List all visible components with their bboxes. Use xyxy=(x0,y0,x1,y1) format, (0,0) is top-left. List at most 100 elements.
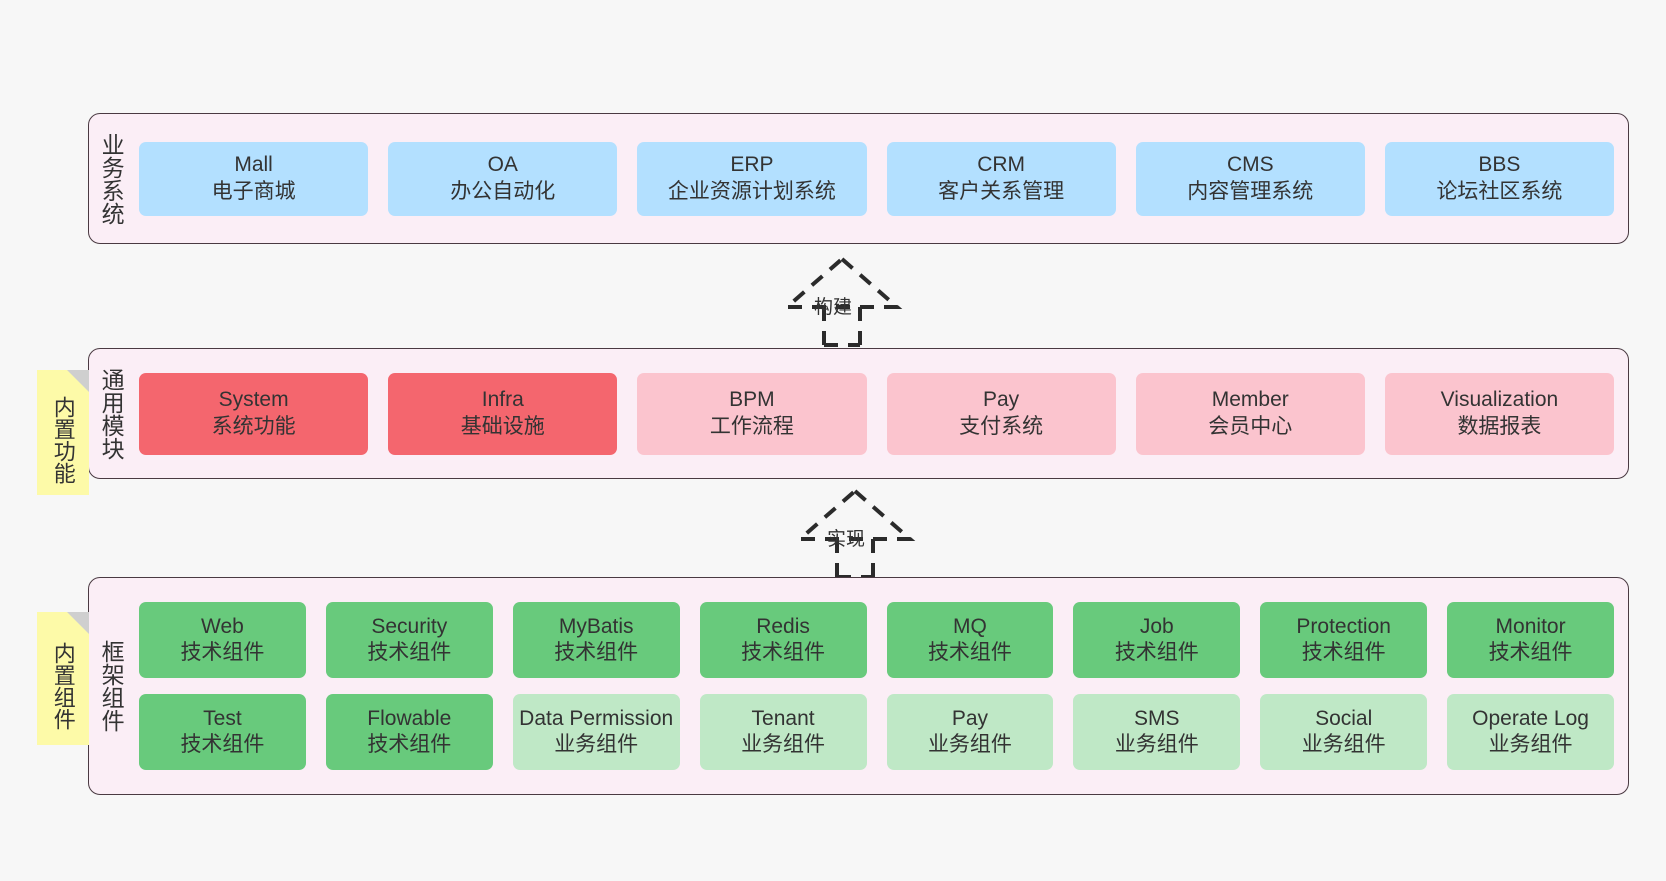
node-subtitle: 工作流程 xyxy=(709,414,794,438)
node-row: System 系统功能 Infra 基础设施 BPM 工作流程 Pay 支付系统… xyxy=(139,372,1615,455)
node-subtitle: 技术组件 xyxy=(1114,641,1199,664)
node-member[interactable]: Member 会员中心 xyxy=(1135,372,1365,455)
node-subtitle: 会员中心 xyxy=(1208,414,1293,438)
node-test[interactable]: Test 技术组件 xyxy=(139,694,306,770)
node-title: Pay xyxy=(951,706,989,730)
node-tenant[interactable]: Tenant 业务组件 xyxy=(699,694,867,770)
connector-implement: 实现 xyxy=(765,487,945,579)
node-operate-log[interactable]: Operate Log 业务组件 xyxy=(1447,694,1614,770)
note-text: 内置组件 xyxy=(50,641,76,730)
connector-implement-label: 实现 xyxy=(827,529,866,550)
node-mq[interactable]: MQ 技术组件 xyxy=(886,602,1054,678)
node-title: Security xyxy=(371,614,448,638)
node-title: OA xyxy=(487,153,518,177)
node-subtitle: 客户关系管理 xyxy=(938,179,1065,203)
node-title: Protection xyxy=(1296,614,1391,638)
node-subtitle: 论坛社区系统 xyxy=(1436,179,1563,203)
node-crm[interactable]: CRM 客户关系管理 xyxy=(886,141,1116,216)
layer-caption-framework: 框架组件 xyxy=(98,640,125,732)
node-data-permission[interactable]: Data Permission 业务组件 xyxy=(512,694,680,770)
node-subtitle: 支付系统 xyxy=(959,414,1044,438)
note-builtin-features: 内置功能 xyxy=(37,370,89,495)
node-title: System xyxy=(218,388,289,412)
node-title: Visualization xyxy=(1440,388,1559,412)
node-row: Web 技术组件 Security 技术组件 MyBatis 技术组件 Redi… xyxy=(139,602,1614,678)
node-job[interactable]: Job 技术组件 xyxy=(1073,602,1241,678)
layer-framework-components: 框架组件 Web 技术组件 Security 技术组件 MyBatis 技术组件… xyxy=(88,577,1629,795)
node-subtitle: 内容管理系统 xyxy=(1187,179,1314,203)
node-title: Flowable xyxy=(367,706,452,730)
node-monitor[interactable]: Monitor 技术组件 xyxy=(1447,602,1614,678)
node-pay-component[interactable]: Pay 业务组件 xyxy=(886,694,1054,770)
node-flowable[interactable]: Flowable 技术组件 xyxy=(325,694,493,770)
node-subtitle: 技术组件 xyxy=(180,641,265,664)
node-erp[interactable]: ERP 企业资源计划系统 xyxy=(637,141,867,216)
node-title: Data Permission xyxy=(519,706,674,730)
node-title: MQ xyxy=(953,614,987,638)
node-subtitle: 数据报表 xyxy=(1457,414,1542,438)
node-title: Web xyxy=(201,614,244,638)
node-title: SMS xyxy=(1134,706,1180,730)
node-title: Mall xyxy=(234,153,273,177)
node-title: ERP xyxy=(730,153,774,177)
node-subtitle: 业务组件 xyxy=(927,733,1012,756)
layer-common-modules: 通用模块 System 系统功能 Infra 基础设施 BPM 工作流程 Pay… xyxy=(88,348,1629,479)
node-social[interactable]: Social 业务组件 xyxy=(1260,694,1428,770)
node-pay-module[interactable]: Pay 支付系统 xyxy=(886,372,1116,455)
note-builtin-components: 内置组件 xyxy=(37,612,89,745)
node-title: Redis xyxy=(756,614,810,638)
node-subtitle: 技术组件 xyxy=(554,641,639,664)
node-redis[interactable]: Redis 技术组件 xyxy=(699,602,867,678)
node-title: Social xyxy=(1315,706,1373,730)
node-security[interactable]: Security 技术组件 xyxy=(325,602,493,678)
node-system[interactable]: System 系统功能 xyxy=(139,372,369,455)
node-protection[interactable]: Protection 技术组件 xyxy=(1260,602,1428,678)
node-subtitle: 电子商城 xyxy=(211,179,296,203)
node-title: Pay xyxy=(983,388,1020,412)
layer-caption-business: 业务系统 xyxy=(98,132,125,225)
layer-body-common: System 系统功能 Infra 基础设施 BPM 工作流程 Pay 支付系统… xyxy=(133,349,1628,478)
node-subtitle: 企业资源计划系统 xyxy=(667,179,836,203)
node-subtitle: 业务组件 xyxy=(1301,733,1386,756)
node-subtitle: 技术组件 xyxy=(741,641,826,664)
node-sms[interactable]: SMS 业务组件 xyxy=(1073,694,1241,770)
node-infra[interactable]: Infra 基础设施 xyxy=(388,372,618,455)
node-title: MyBatis xyxy=(558,614,634,638)
node-subtitle: 业务组件 xyxy=(741,733,826,756)
node-bbs[interactable]: BBS 论坛社区系统 xyxy=(1384,141,1615,216)
connector-build-shape xyxy=(781,256,903,347)
note-fold-corner-icon xyxy=(67,370,89,392)
layer-body-business: Mall 电子商城 OA 办公自动化 ERP 企业资源计划系统 CRM 客户关系… xyxy=(133,114,1628,243)
node-subtitle: 业务组件 xyxy=(1488,733,1573,756)
node-title: CRM xyxy=(977,153,1026,177)
note-fold-corner-icon xyxy=(67,612,89,634)
node-row: Mall 电子商城 OA 办公自动化 ERP 企业资源计划系统 CRM 客户关系… xyxy=(139,141,1615,216)
layer-body-framework: Web 技术组件 Security 技术组件 MyBatis 技术组件 Redi… xyxy=(133,578,1628,794)
node-subtitle: 技术组件 xyxy=(927,641,1012,664)
node-oa[interactable]: OA 办公自动化 xyxy=(388,141,618,216)
node-visualization[interactable]: Visualization 数据报表 xyxy=(1384,372,1615,455)
node-subtitle: 技术组件 xyxy=(1301,641,1386,664)
node-mall[interactable]: Mall 电子商城 xyxy=(139,141,369,216)
node-subtitle: 办公自动化 xyxy=(450,179,556,203)
node-title: Job xyxy=(1139,614,1174,638)
node-subtitle: 技术组件 xyxy=(1488,641,1573,664)
node-title: BPM xyxy=(729,388,775,412)
node-title: Operate Log xyxy=(1472,706,1589,730)
node-bpm[interactable]: BPM 工作流程 xyxy=(637,372,867,455)
connector-build-label: 构建 xyxy=(814,297,853,318)
node-mybatis[interactable]: MyBatis 技术组件 xyxy=(512,602,680,678)
node-subtitle: 基础设施 xyxy=(460,414,545,438)
node-title: Infra xyxy=(481,388,524,412)
node-subtitle: 技术组件 xyxy=(367,733,452,756)
node-subtitle: 系统功能 xyxy=(211,414,296,438)
node-title: BBS xyxy=(1478,153,1521,177)
node-subtitle: 业务组件 xyxy=(1114,733,1199,756)
node-subtitle: 技术组件 xyxy=(180,733,265,756)
node-title: Member xyxy=(1211,388,1289,412)
note-text: 内置功能 xyxy=(50,395,76,484)
node-web[interactable]: Web 技术组件 xyxy=(139,602,306,678)
node-subtitle: 技术组件 xyxy=(367,641,452,664)
node-cms[interactable]: CMS 内容管理系统 xyxy=(1135,141,1365,216)
